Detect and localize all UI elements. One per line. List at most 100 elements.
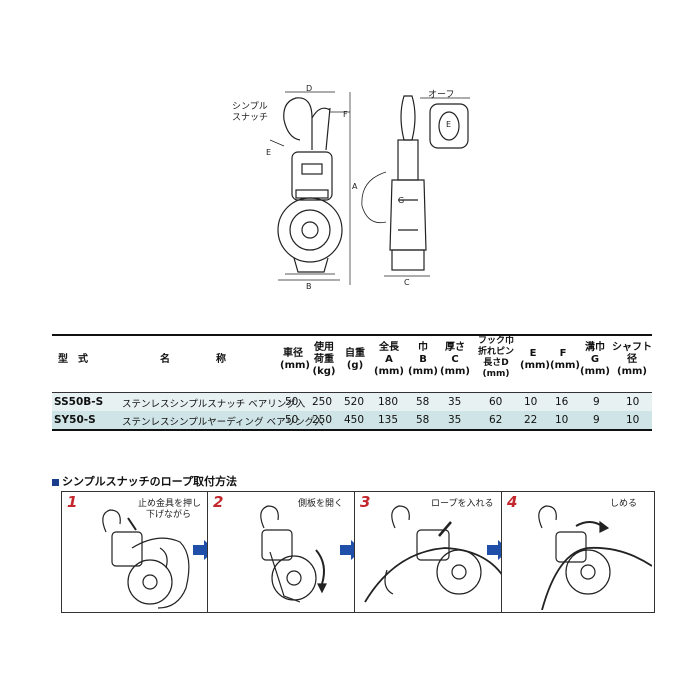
header-e-l2: (mm) <box>520 360 550 371</box>
cell-length: 180 <box>378 396 399 408</box>
step-panel-2: 2 側板を開く <box>207 491 361 613</box>
header-length-l2: A <box>385 354 393 365</box>
cell-load: 250 <box>312 396 333 408</box>
header-hook-l1: フック巾 <box>477 336 514 346</box>
header-load-l2: 荷重 <box>314 354 334 365</box>
cell-thickness: 35 <box>448 396 462 408</box>
header-groove-l2: G <box>590 354 600 365</box>
header-width-l3: (mm) <box>408 366 438 377</box>
hand-pushing-latch-illustration <box>102 509 190 609</box>
header-wheel-l1: 車径 <box>283 348 303 359</box>
cell-hook: 62 <box>489 414 503 426</box>
header-groove: 溝巾 G (mm) <box>580 342 610 378</box>
instructions-title-text: シンプルスナッチのロープ取付方法 <box>62 475 238 488</box>
header-name-1: 名 <box>160 354 170 365</box>
header-shaft-l2: 径 <box>627 354 637 365</box>
header-wheel-l2: (mm) <box>280 360 310 371</box>
header-length: 全長 A (mm) <box>374 342 404 378</box>
header-hook-l4: (mm) <box>482 369 510 379</box>
cell-model: SY50-S <box>54 414 96 426</box>
header-length-l3: (mm) <box>374 366 404 377</box>
step-caption-l2: 下げながら <box>146 510 192 520</box>
cell-hook: 60 <box>489 396 503 408</box>
step-panel-4: 4 しめる <box>501 491 655 613</box>
header-f: F (mm) <box>550 348 580 372</box>
header-load-l1: 使用 <box>314 342 334 353</box>
table-row: SS50B-S ステンレスシンプルスナッチ ベアリング入 50 250 520 … <box>52 393 652 411</box>
header-weight-l1: 自重 <box>345 348 365 359</box>
header-hook-l3: 長さD <box>483 358 509 368</box>
cell-width: 58 <box>416 396 430 408</box>
cell-weight: 520 <box>344 396 365 408</box>
header-shaft-l3: (mm) <box>617 366 647 377</box>
oaf-label: オーフ <box>428 90 455 100</box>
header-shaft: シャフト 径 (mm) <box>612 342 652 378</box>
cell-length: 135 <box>378 414 399 426</box>
header-width-l2: B <box>419 354 427 365</box>
header-name-2: 称 <box>216 354 226 365</box>
header-thickness-l1: 厚さ <box>445 342 465 353</box>
cell-name: ステンレスシンプルスナッチ ベアリング入 <box>122 399 306 410</box>
technical-drawing-area: シンプル スナッチ オーフ D F E A B C G E <box>0 0 700 330</box>
dim-c: C <box>404 278 410 287</box>
header-thickness-l2: C <box>451 354 459 365</box>
pulley-drawings-svg <box>269 91 470 285</box>
cell-f: 10 <box>555 414 569 426</box>
header-e: E (mm) <box>520 348 550 372</box>
table-header-rule <box>52 392 652 393</box>
header-length-l1: 全長 <box>379 342 399 353</box>
dim-e: E <box>266 148 272 157</box>
step-number: 2 <box>213 493 224 511</box>
open-side-plate-illustration <box>260 505 327 603</box>
header-groove-l3: (mm) <box>580 366 610 377</box>
header-hook: フック巾 折れピン 長さD (mm) <box>474 336 518 380</box>
header-f-l1: F <box>559 348 567 359</box>
step-panel-3: 3 ロープを入れる <box>354 491 508 613</box>
header-shaft-l1: シャフト <box>612 342 652 353</box>
step-number: 4 <box>507 493 518 511</box>
insert-rope-illustration <box>364 505 504 603</box>
header-groove-l1: 溝巾 <box>585 342 605 353</box>
cell-shaft: 10 <box>626 414 640 426</box>
cell-wheel: 50 <box>285 414 299 426</box>
header-load: 使用 荷重 (kg) <box>310 342 338 378</box>
step-panel-1: 1 止め金具を押し 下げながら <box>61 491 215 613</box>
instructions-title: シンプルスナッチのロープ取付方法 <box>52 473 237 489</box>
cell-width: 58 <box>416 414 430 426</box>
dim-a: A <box>352 182 358 191</box>
header-width: 巾 B (mm) <box>408 342 438 378</box>
close-snatch-illustration <box>538 505 652 610</box>
step-number: 3 <box>360 493 371 511</box>
cell-f: 16 <box>555 396 569 408</box>
table-top-rule <box>52 334 652 336</box>
table-header: 型 式 名 称 車径 (mm) 使用 荷重 (kg) 自重 (g) 全長 A (… <box>52 336 652 392</box>
cell-model: SS50B-S <box>54 396 104 408</box>
header-thickness-l3: (mm) <box>440 366 470 377</box>
cell-thickness: 35 <box>448 414 462 426</box>
header-hook-l2: 折れピン <box>477 347 514 357</box>
header-wheel: 車径 (mm) <box>280 348 310 372</box>
step-caption-l1: しめる <box>610 499 638 509</box>
dim-g: G <box>398 196 405 205</box>
cell-groove: 9 <box>593 396 600 408</box>
header-f-l2: (mm) <box>550 360 580 371</box>
header-weight-l2: (g) <box>346 360 364 371</box>
step-number: 1 <box>67 493 78 511</box>
oaf-e: E <box>446 120 452 129</box>
header-thickness: 厚さ C (mm) <box>440 342 470 378</box>
cell-e: 10 <box>524 396 538 408</box>
cell-e: 22 <box>524 414 538 426</box>
table-row: SY50-S ステンレスシンプルヤーディング ベアリング入 50 250 450… <box>52 411 652 431</box>
header-load-l3: (kg) <box>312 366 336 377</box>
header-weight: 自重 (g) <box>342 348 368 372</box>
dim-b: B <box>306 282 312 291</box>
snatch-label-line2: スナッチ <box>232 113 269 123</box>
cell-wheel: 50 <box>285 396 299 408</box>
header-model: 型 式 <box>58 354 88 365</box>
dim-f: F <box>343 110 348 119</box>
step-caption-l1: 止め金具を押し <box>138 499 202 509</box>
cell-weight: 450 <box>344 414 365 426</box>
cell-load: 250 <box>312 414 333 426</box>
snatch-label-line1: シンプル <box>232 102 268 112</box>
step-caption-l1: ロープを入れる <box>431 499 494 509</box>
